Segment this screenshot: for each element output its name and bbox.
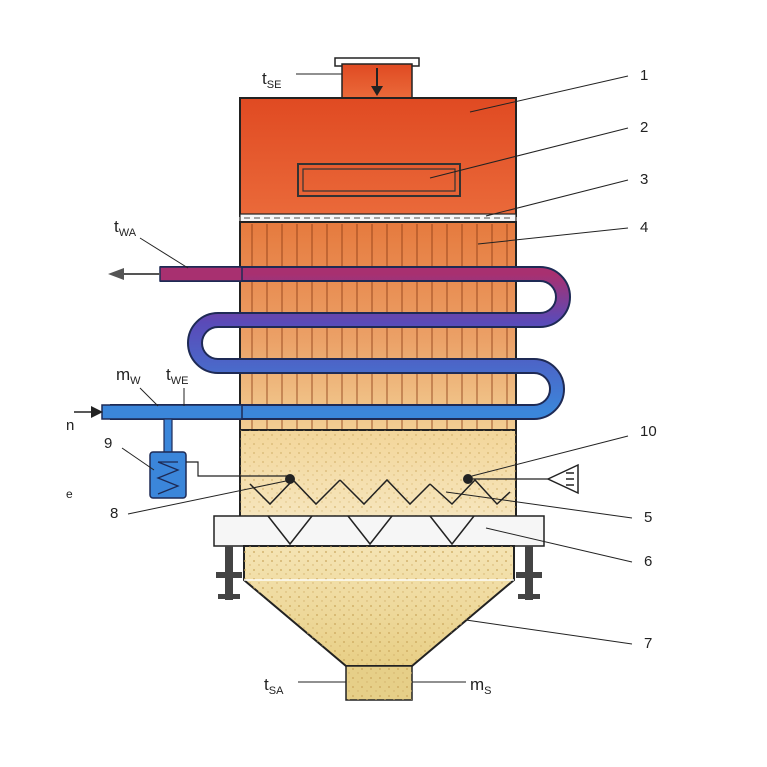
svg-text:4: 4: [640, 219, 648, 236]
svg-text:1: 1: [640, 67, 648, 84]
svg-text:tSE: tSE: [262, 69, 281, 91]
callout-9: 9: [104, 435, 155, 471]
label-t-se: tSE: [262, 69, 342, 91]
water-inlet-pipe: [101, 404, 243, 420]
edge-mark-n: n: [66, 417, 74, 434]
callout-8: 8: [110, 480, 287, 522]
callout-1: 1: [469, 67, 648, 113]
callout-3: 3: [485, 171, 648, 217]
svg-text:5: 5: [644, 509, 652, 526]
water-outlet-pipe: [159, 266, 243, 282]
svg-text:tWE: tWE: [166, 365, 188, 387]
label-t-wa: tWA: [114, 217, 189, 269]
sensor-horn: [473, 463, 579, 495]
sensor-right: [463, 474, 473, 484]
svg-text:10: 10: [640, 423, 657, 440]
callout-2: 2: [429, 119, 648, 179]
label-m-w: mW: [116, 365, 159, 407]
label-t-we: tWE: [166, 365, 188, 406]
flow-meter: [149, 418, 288, 499]
support-bolts: [216, 546, 542, 600]
inspection-window: [297, 163, 461, 197]
svg-text:tWA: tWA: [114, 217, 137, 239]
label-t-sa: tSA: [264, 675, 346, 697]
svg-text:2: 2: [640, 119, 648, 136]
callout-10: 10: [471, 423, 657, 477]
perforated-plate: [239, 213, 517, 223]
svg-text:mW: mW: [116, 365, 141, 387]
svg-text:6: 6: [644, 553, 652, 570]
upper-chamber: [239, 97, 517, 217]
svg-text:tSA: tSA: [264, 675, 284, 697]
svg-text:7: 7: [644, 635, 652, 652]
svg-text:3: 3: [640, 171, 648, 188]
callout-4: 4: [477, 219, 648, 245]
cooling-coil: [110, 266, 571, 420]
svg-text:mS: mS: [470, 675, 492, 697]
svg-text:9: 9: [104, 435, 112, 452]
inlet-stub: [334, 57, 420, 99]
grate: [213, 515, 545, 547]
callout-7: 7: [465, 619, 652, 652]
callout-6: 6: [485, 527, 652, 570]
edge-mark-e: e: [66, 487, 73, 501]
svg-text:8: 8: [110, 505, 118, 522]
outlet-arrow: [108, 268, 124, 280]
label-m-s: mS: [412, 675, 492, 697]
callout-5: 5: [445, 491, 652, 526]
